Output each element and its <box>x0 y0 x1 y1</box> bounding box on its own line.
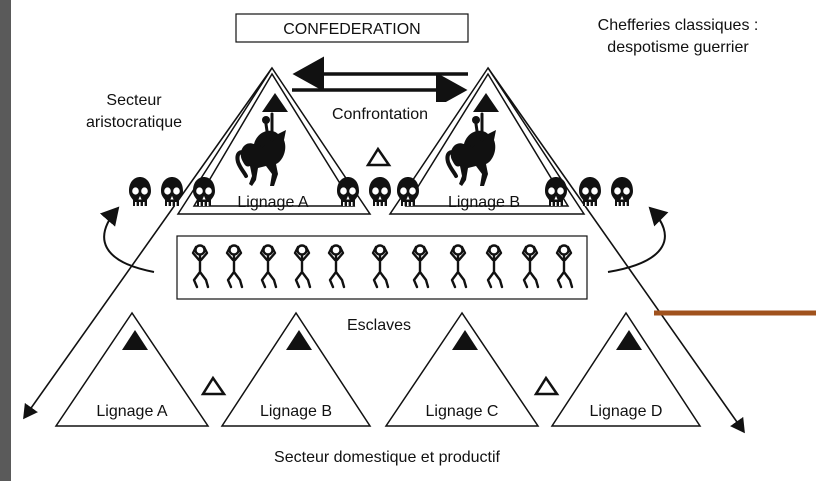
upper-lignage-a-label: Lignage A <box>237 194 309 211</box>
solid-triangle-icon <box>452 330 478 350</box>
lower-triangle-b: Lignage B <box>220 311 372 427</box>
solid-triangle-icon <box>262 93 288 112</box>
hollow-triangle-icon <box>200 375 227 396</box>
skull-group-center <box>337 177 419 206</box>
left-border <box>0 0 11 481</box>
solid-triangle-icon <box>616 330 642 350</box>
outer-right-arrow <box>487 67 745 434</box>
curved-arrow-right <box>607 206 669 273</box>
confederation-box <box>235 13 469 43</box>
upper-lignage-b-label: Lignage B <box>448 194 520 211</box>
lower-lignage-d-label: Lignage D <box>590 403 663 420</box>
lower-triangle-a: Lignage A <box>54 311 210 427</box>
skull-icon <box>611 177 633 206</box>
lower-lignage-b-label: Lignage B <box>260 403 332 420</box>
skull-group-left <box>129 177 215 206</box>
lower-triangle-c: Lignage C <box>384 311 540 427</box>
skull-icon <box>369 177 391 206</box>
solid-triangle-icon <box>122 330 148 350</box>
upper-triangle-b <box>388 66 586 215</box>
chefferies-line1: Chefferies classiques : <box>598 17 759 34</box>
confrontation-label-bg <box>316 102 448 124</box>
skull-group-right <box>545 177 633 206</box>
confederation-title: CONFEDERATION <box>283 21 420 38</box>
lower-lignage-c-label: Lignage C <box>426 403 499 420</box>
chefferies-line2: despotisme guerrier <box>607 39 749 56</box>
skull-icon <box>161 177 183 206</box>
hollow-triangle-icon <box>533 375 560 396</box>
secteur-aristocratique-line1: Secteur <box>106 92 162 109</box>
solid-triangle-icon <box>473 93 499 112</box>
esclaves-label: Esclaves <box>347 317 411 334</box>
outer-left-arrow <box>23 67 273 420</box>
hollow-triangle-icon <box>365 146 392 167</box>
secteur-aristocratique-line2: aristocratique <box>86 114 182 131</box>
solid-triangle-icon <box>286 330 312 350</box>
lower-triangle-d: Lignage D <box>550 311 702 427</box>
confrontation-label: Confrontation <box>332 106 428 123</box>
upper-triangle-a <box>176 66 372 215</box>
skull-icon <box>129 177 151 206</box>
curved-arrow-left <box>99 206 155 273</box>
secteur-domestique-label: Secteur domestique et productif <box>274 449 500 466</box>
lower-lignage-a-label: Lignage A <box>96 403 168 420</box>
